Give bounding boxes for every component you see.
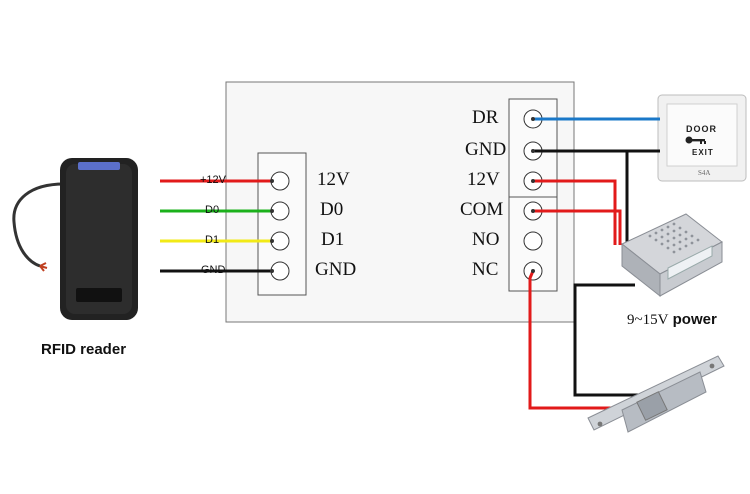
psu-label (667, 245, 713, 280)
power-supply (621, 213, 723, 298)
wire-label-d0: D0 (205, 204, 220, 216)
wire-label-12v: +12V (200, 174, 226, 186)
power-label: 9~15V power (627, 311, 717, 329)
wire-label-d1: D1 (205, 234, 220, 246)
terminal-no-screw (523, 231, 543, 251)
left-terminal-12v: 12V (317, 169, 350, 190)
exit-button-brand: S4A (698, 169, 711, 177)
right-terminal-no: NO (472, 229, 500, 250)
wire-12v-power (533, 179, 617, 245)
exit-button-exit-text: EXIT (692, 148, 714, 157)
psu-vents (648, 222, 700, 254)
lock-body (621, 371, 707, 433)
exit-button-door-text: DOOR (686, 124, 717, 134)
wire-nc-red (528, 270, 640, 410)
power-voltage: 9~15V (627, 312, 669, 328)
reader-wires (160, 179, 272, 273)
left-terminal-gnd: GND (315, 259, 357, 280)
exit-button (657, 94, 747, 182)
right-terminal-nc: NC (472, 259, 499, 280)
wire-lock-black (573, 283, 655, 397)
wire-com-power (533, 209, 622, 245)
lock-keeper (636, 391, 668, 421)
electric-lock (587, 355, 725, 433)
right-terminal-block (508, 98, 558, 292)
reader-cable (12, 182, 65, 268)
wire-label-gnd: GND (201, 264, 226, 276)
right-terminal-com: COM (460, 199, 504, 220)
right-terminal-gnd: GND (465, 139, 507, 160)
power-word: power (672, 311, 717, 328)
exit-button-face (666, 103, 738, 167)
rfid-reader-label: RFID reader (41, 341, 127, 358)
right-terminal-dr: DR (472, 107, 499, 128)
reader-face (66, 164, 132, 314)
left-terminal-d0: D0 (320, 199, 344, 220)
reader-slot (76, 288, 122, 302)
right-terminal-12v: 12V (467, 169, 500, 190)
left-terminal-d1: D1 (321, 229, 345, 250)
rfid-reader (12, 158, 138, 320)
reader-led (78, 162, 120, 170)
key-icon (685, 136, 706, 144)
